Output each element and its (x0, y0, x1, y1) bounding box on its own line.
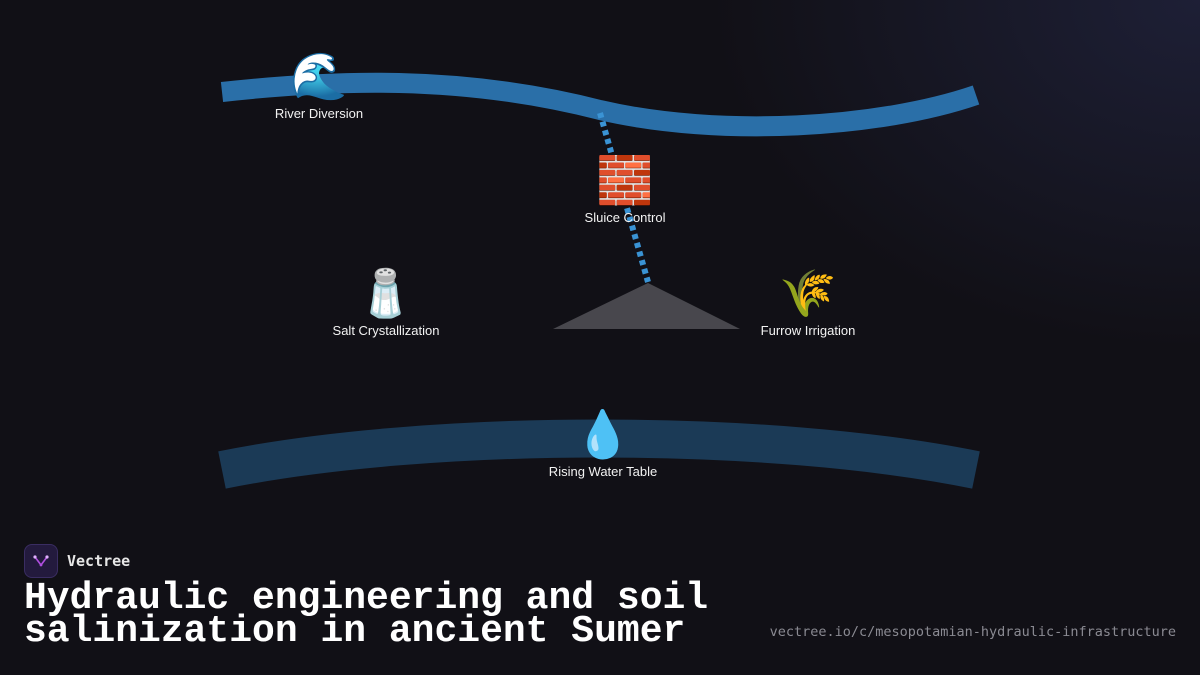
source-url[interactable]: vectree.io/c/mesopotamian-hydraulic-infr… (769, 624, 1176, 640)
water-drop-icon: 💧 (574, 408, 632, 460)
wheat-icon: 🌾 (779, 267, 837, 319)
node-river-diversion: 🌊 River Diversion (275, 50, 363, 121)
brand[interactable]: Vectree (24, 544, 130, 578)
sluice-channel (597, 112, 651, 283)
field-mound (553, 283, 740, 329)
groundwater-band (218, 419, 980, 489)
node-label: Furrow Irrigation (760, 323, 856, 338)
brand-name: Vectree (67, 552, 131, 570)
node-salt-crystallization: 🧂 Salt Crystallization (333, 267, 440, 338)
river-band (220, 72, 980, 137)
hydraulic-diagram (218, 72, 980, 489)
vectree-logo-icon (24, 544, 58, 578)
node-furrow-irrigation: 🌾 Furrow Irrigation (761, 267, 856, 338)
node-label: Salt Crystallization (332, 323, 440, 338)
node-rising-water-table: 💧 Rising Water Table (549, 408, 657, 479)
page-title: Hydraulic engineering and soil salinizat… (24, 577, 709, 653)
node-label: Rising Water Table (548, 464, 658, 479)
wave-icon: 🌊 (290, 50, 348, 102)
salt-shaker-icon: 🧂 (357, 267, 415, 319)
node-label: Sluice Control (584, 210, 666, 225)
brick-wall-icon: 🧱 (596, 154, 654, 206)
node-label: River Diversion (274, 106, 364, 121)
node-sluice-control: 🧱 Sluice Control (585, 154, 666, 225)
